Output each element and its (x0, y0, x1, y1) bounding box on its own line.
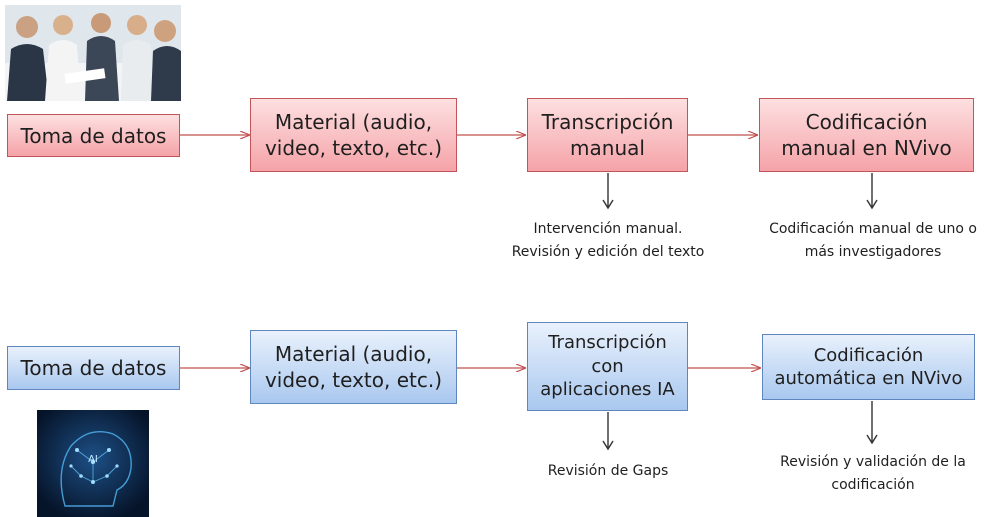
step-label-line1: Codificación (813, 344, 924, 366)
note-line1: Revisión y validación de la (780, 454, 966, 470)
note-line1: Intervención manual. (533, 221, 683, 237)
note-line2: más investigadores (804, 244, 942, 261)
note-gaps-review: Revisión de Gaps (518, 460, 698, 483)
step-data-collection: Toma de datos (7, 114, 180, 157)
note-line2: Revisión y edición del texto (511, 244, 705, 261)
note-manual-transcription: Intervención manual. Revisión y edición … (498, 218, 718, 264)
step-label-line1: Codificación (805, 110, 928, 134)
step-label: Toma de datos (20, 356, 167, 380)
step-label-line1: Transcripción (548, 332, 667, 354)
note-manual-coding: Codificación manual de uno o más investi… (757, 218, 989, 264)
business-meeting-photo (5, 5, 181, 101)
note-coding-validation: Revisión y validación de la codificación (762, 451, 984, 497)
step-label-line2: video, texto, etc.) (264, 368, 443, 392)
step-label-line1: Material (audio, (274, 342, 433, 366)
note-line2: codificación (831, 477, 915, 494)
step-label-line1: Material (audio, (274, 110, 433, 134)
step-label-line1: Transcripción (541, 110, 674, 134)
step-automatic-coding: Codificación automática en NVivo (762, 334, 975, 400)
step-label-line2: video, texto, etc.) (264, 136, 443, 160)
step-data-collection-ai: Toma de datos (7, 346, 180, 390)
ai-label: AI (88, 454, 98, 465)
step-manual-transcription: Transcripción manual (527, 98, 688, 172)
step-label-line2: manual (570, 136, 645, 160)
step-label-line3: aplicaciones IA (540, 379, 675, 401)
step-material: Material (audio, video, texto, etc.) (250, 98, 457, 172)
note-line1: Revisión de Gaps (547, 463, 669, 479)
step-manual-coding: Codificación manual en NVivo (759, 98, 974, 172)
step-label-line2: manual en NVivo (781, 136, 952, 160)
ai-brain-image: AI (37, 410, 149, 517)
step-material-ai: Material (audio, video, texto, etc.) (250, 330, 457, 404)
step-label: Toma de datos (20, 123, 167, 148)
step-ai-transcription: Transcripción con aplicaciones IA (527, 322, 688, 411)
note-line1: Codificación manual de uno o (769, 221, 977, 237)
step-label-line2: con (591, 355, 624, 377)
step-label-line2: automática en NVivo (774, 368, 963, 389)
